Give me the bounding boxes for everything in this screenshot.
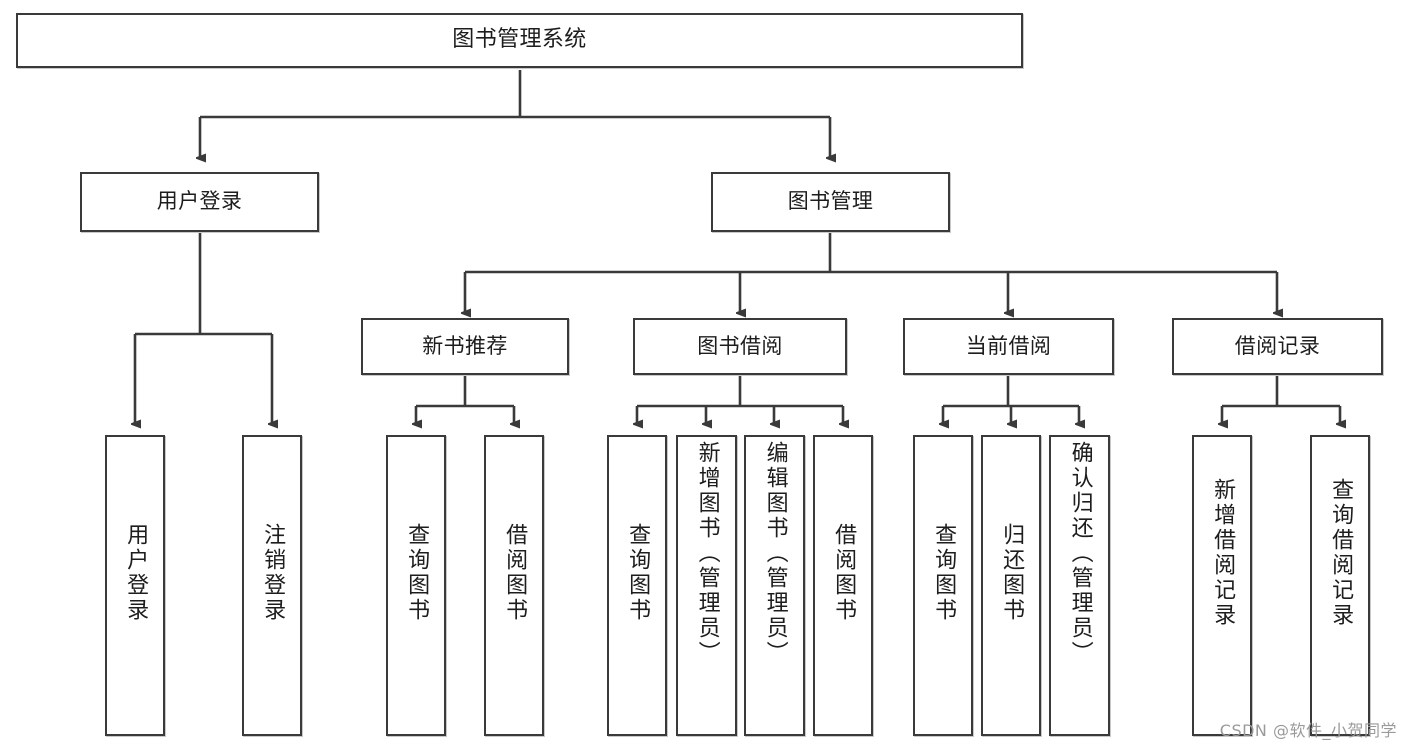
node-leaf-query-book-3-label: 查询图书 [931,523,957,623]
node-leaf-logout-label: 注销登录 [260,523,286,623]
node-leaf-query-book-1-label: 查询图书 [404,523,430,623]
node-user-login-label: 用户登录 [156,189,243,214]
csdn-watermark: CSDN @软件_小贺同学 [1219,721,1397,740]
node-borrow-record[interactable]: 借阅记录 [1172,318,1383,375]
node-leaf-borrow-book-2-label: 借阅图书 [831,523,857,623]
node-current-borrow-label: 当前借阅 [965,333,1052,358]
node-new-book-recommend[interactable]: 新书推荐 [361,318,569,375]
node-leaf-user-login[interactable]: 用户登录 [105,435,165,736]
node-book-borrow[interactable]: 图书借阅 [633,318,847,375]
node-leaf-query-record[interactable]: 查询借阅记录 [1310,435,1370,736]
node-leaf-borrow-book-1[interactable]: 借阅图书 [484,435,544,736]
node-new-book-recommend-label: 新书推荐 [422,333,508,358]
node-borrow-record-label: 借阅记录 [1234,333,1321,358]
node-leaf-query-book-3[interactable]: 查询图书 [913,435,973,736]
node-leaf-user-login-label: 用户登录 [123,523,149,623]
node-leaf-borrow-book-2[interactable]: 借阅图书 [813,435,873,736]
node-book-borrow-label: 图书借阅 [697,333,783,358]
node-root[interactable]: 图书管理系统 [16,13,1023,68]
node-leaf-return-book-label: 归还图书 [999,523,1025,623]
node-leaf-borrow-book-1-label: 借阅图书 [502,523,528,623]
node-leaf-add-book-label: 新增图书（管理员） [694,441,720,666]
node-leaf-add-book[interactable]: 新增图书（管理员） [676,435,737,736]
node-leaf-query-book-2-label: 查询图书 [625,523,651,623]
node-leaf-edit-book[interactable]: 编辑图书（管理员） [744,435,805,736]
node-leaf-query-book-1[interactable]: 查询图书 [386,435,446,736]
node-leaf-logout[interactable]: 注销登录 [242,435,302,736]
node-leaf-confirm-return-label: 确认归还（管理员） [1067,441,1093,666]
node-leaf-add-record-label: 新增借阅记录 [1210,478,1236,628]
node-root-label: 图书管理系统 [452,27,587,53]
node-book-manage[interactable]: 图书管理 [711,172,950,232]
node-leaf-query-record-label: 查询借阅记录 [1328,478,1354,628]
node-leaf-edit-book-label: 编辑图书（管理员） [762,441,788,666]
node-current-borrow[interactable]: 当前借阅 [903,318,1114,375]
node-book-manage-label: 图书管理 [787,189,874,214]
node-leaf-query-book-2[interactable]: 查询图书 [607,435,667,736]
node-leaf-return-book[interactable]: 归还图书 [981,435,1041,736]
node-leaf-confirm-return[interactable]: 确认归还（管理员） [1049,435,1110,736]
node-user-login[interactable]: 用户登录 [80,172,319,232]
node-leaf-add-record[interactable]: 新增借阅记录 [1192,435,1252,736]
